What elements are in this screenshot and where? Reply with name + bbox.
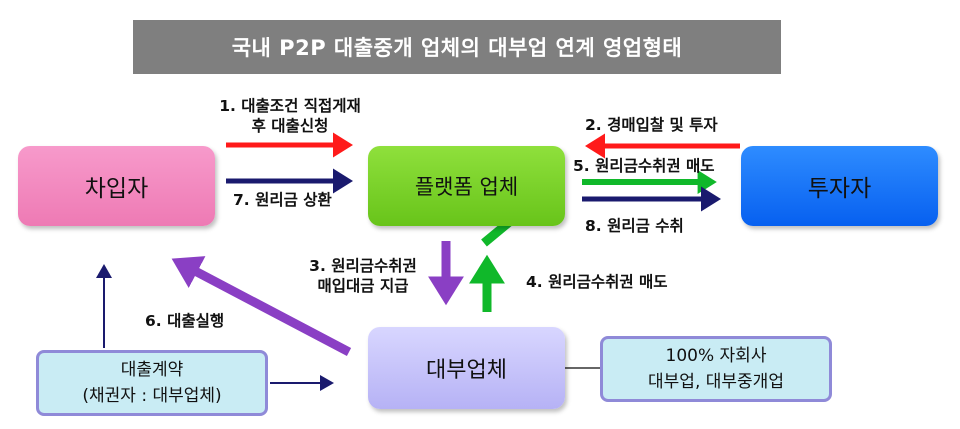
step1-line2: 후 대출신청 (251, 117, 329, 135)
contract-line1: 대출계약 (120, 360, 184, 380)
step3-line1: 3. 원리금수취권 (309, 257, 417, 275)
lender-node: 대부업체 (368, 327, 565, 409)
platform-node: 플랫폼 업체 (368, 146, 565, 226)
borrower-node: 차입자 (18, 146, 215, 226)
step7-label: 7. 원리금 상환 (233, 191, 332, 209)
step5-label: 5. 원리금수취권 매도 (573, 157, 715, 175)
platform-label: 플랫폼 업체 (414, 175, 519, 199)
investor-label: 투자자 (807, 176, 872, 202)
contract-note: 대출계약 (채권자 : 대부업체) (36, 350, 268, 416)
step3-label: 3. 원리금수취권 매입대금 지급 (293, 256, 433, 296)
contract-line2: (채권자 : 대부업체) (82, 386, 222, 406)
step6-label: 6. 대출실행 (145, 312, 225, 330)
subsidiary-line2: 대부업, 대부중개업 (648, 372, 784, 392)
step4-label: 4. 원리금수취권 매도 (526, 273, 668, 291)
step3-line2: 매입대금 지급 (317, 277, 409, 295)
subsidiary-line1: 100% 자회사 (665, 346, 767, 366)
step2-label: 2. 경매입찰 및 투자 (585, 116, 718, 134)
arrow-step6 (171, 256, 352, 356)
step1-line1: 1. 대출조건 직접게재 (219, 97, 361, 115)
step8-label: 8. 원리금 수취 (585, 217, 684, 235)
lender-label: 대부업체 (426, 358, 507, 383)
diagram-title: 국내 P2P 대출중개 업체의 대부업 연계 영업형태 (133, 20, 781, 74)
borrower-label: 차입자 (84, 176, 149, 202)
investor-node: 투자자 (741, 146, 938, 226)
subsidiary-note: 100% 자회사 대부업, 대부중개업 (600, 336, 832, 402)
step1-label: 1. 대출조건 직접게재 후 대출신청 (205, 96, 375, 136)
